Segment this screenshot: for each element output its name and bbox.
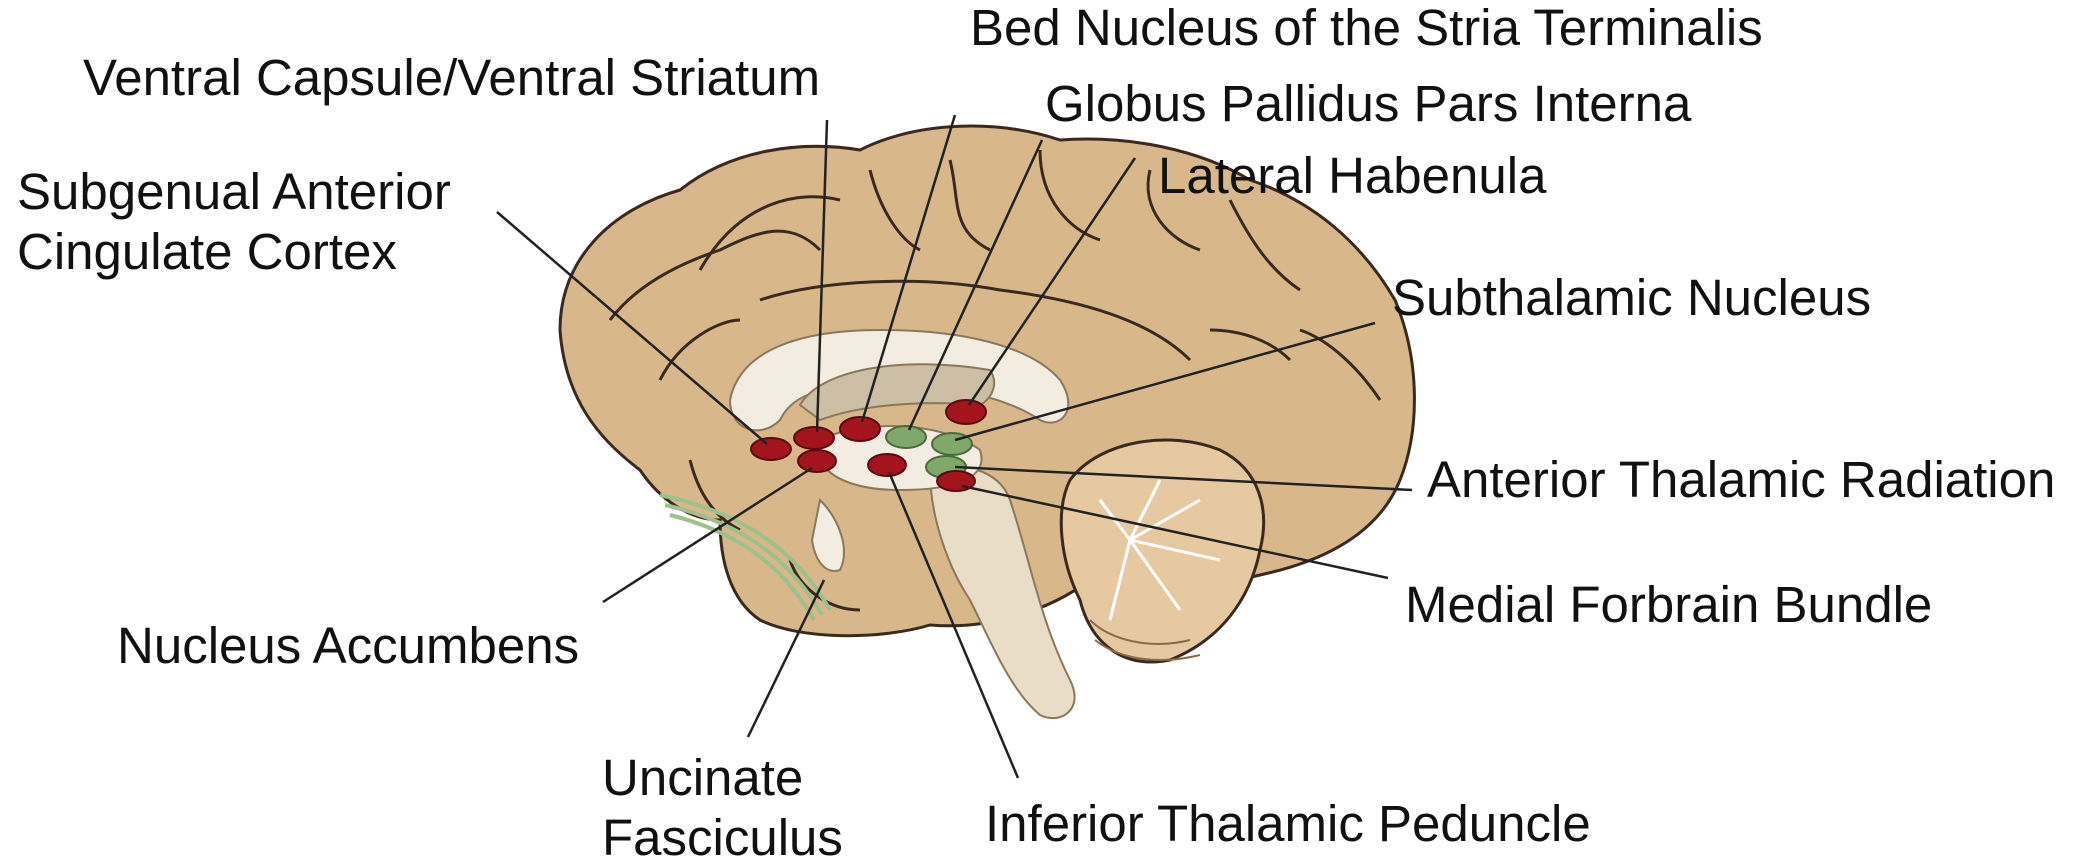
target-sgacc [751, 438, 791, 460]
label-lateral-habenula: Lateral Habenula [1158, 146, 1546, 206]
label-medial-forbrain-bundle: Medial Forbrain Bundle [1405, 575, 1932, 635]
label-subthalamic-nucleus: Subthalamic Nucleus [1392, 268, 1871, 328]
label-globus-pallidus-pars-interna: Globus Pallidus Pars Interna [1045, 74, 1691, 134]
label-sgacc-line1: Subgenual Anterior [17, 162, 451, 222]
target-vc-vs [794, 427, 834, 449]
label-inferior-thalamic-peduncle: Inferior Thalamic Peduncle [985, 794, 1591, 854]
label-uf-line2: Fasciculus [602, 808, 843, 868]
label-nucleus-accumbens: Nucleus Accumbens [117, 616, 579, 676]
target-bnst [840, 417, 880, 441]
label-anterior-thalamic-radiation: Anterior Thalamic Radiation [1427, 450, 2055, 510]
label-uncinate-fasciculus: Uncinate Fasciculus [602, 748, 843, 868]
label-sgacc-line2: Cingulate Cortex [17, 222, 451, 282]
label-subgenual-anterior-cingulate-cortex: Subgenual Anterior Cingulate Cortex [17, 162, 451, 282]
label-uf-line1: Uncinate [602, 748, 843, 808]
label-bed-nucleus-stria-terminalis: Bed Nucleus of the Stria Terminalis [970, 0, 1763, 58]
target-nacc [798, 450, 836, 472]
label-ventral-capsule-ventral-striatum: Ventral Capsule/Ventral Striatum [83, 48, 820, 108]
target-gpi [886, 426, 926, 448]
target-itp [868, 454, 906, 476]
target-lhb [946, 400, 986, 424]
